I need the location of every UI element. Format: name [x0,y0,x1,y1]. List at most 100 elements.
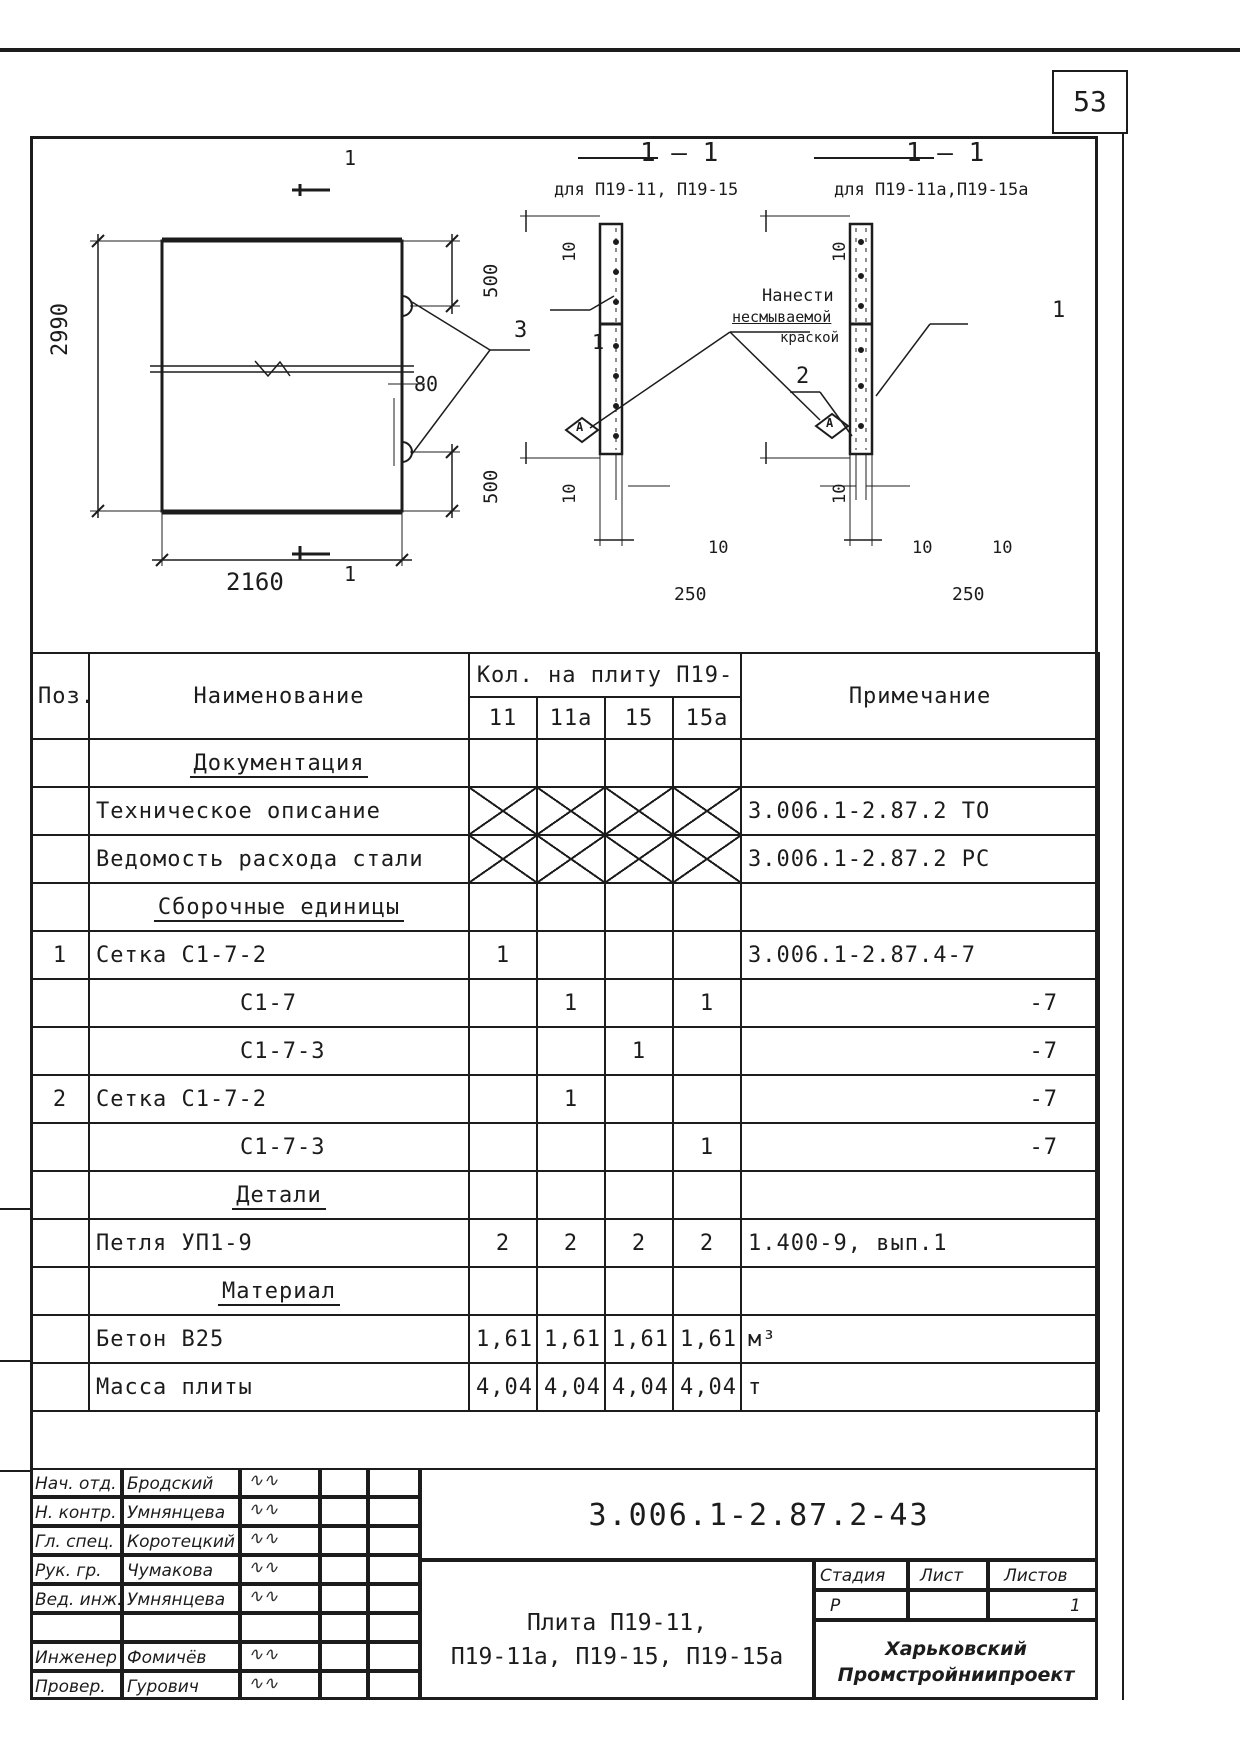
row-note: м³ [740,1314,1101,1364]
row-pos [30,1170,90,1220]
signer-name: Коротецкий [122,1526,240,1555]
signer-date [320,1555,368,1584]
signer-name: Умнянцева [122,1584,240,1613]
row-note: -7 [740,1122,1101,1172]
org-line2: Промстройниипроект [837,1664,1075,1686]
marker-a-right: А [826,416,834,430]
qty-cell [604,1122,674,1172]
row-name: С1-7-3 [88,1026,470,1076]
signer-date [320,1613,368,1642]
section-view-a [520,157,731,546]
signer-name: Фомичёв [122,1642,240,1671]
section-b-outline [848,222,874,456]
section-b-dim-bottom: 10 [830,483,850,504]
handwritten-signature: ∿∿ [248,1644,279,1665]
spec-row: Сборочные единицы [30,882,1101,932]
qty-cell [671,1026,743,1076]
row-name: Сетка С1-7-2 [88,930,470,980]
sheet-value [908,1590,988,1620]
qty-cell [468,738,538,788]
section-a-title: 1 — 1 [640,138,719,168]
section-heading: Сборочные единицы [88,882,470,932]
qty-cell [671,738,743,788]
qty-cell: 2 [536,1218,606,1268]
row-note: 3.006.1-2.87.2 РС [740,834,1101,884]
signer-extra [368,1497,420,1526]
section-b-dim-right: 10 [992,538,1013,558]
signer-name [122,1613,240,1642]
qty-cell [536,738,606,788]
row-note [740,882,1101,932]
handwritten-signature: ∿∿ [248,1673,279,1694]
row-note: 1.400-9, вып.1 [740,1218,1101,1268]
section-b-subtitle: для П19-11а,П19-15а [834,180,1029,200]
paint-note-line2: несмываемой [732,308,832,326]
signer-name: Чумакова [122,1555,240,1584]
signer-signature [240,1613,320,1642]
signer-role [30,1613,122,1642]
section-a-outline [598,222,624,456]
section-a-dim-top: 10 [560,241,580,262]
page-number: 53 [1052,70,1128,134]
signer-role: Инженер [30,1642,122,1671]
header-col-11: 11 [468,696,538,740]
row-pos [30,1266,90,1316]
row-note: -7 [740,1026,1101,1076]
qty-cell [604,1074,674,1124]
qty-cell: 4,04 [536,1362,606,1412]
row-pos [30,1362,90,1412]
qty-cell [604,1170,674,1220]
signer-extra [368,1468,420,1497]
row-note: -7 [740,1074,1101,1124]
plan-height-dim: 2990 [48,303,73,356]
signer-signature [240,1468,320,1497]
spec-row: Документация [30,738,1101,788]
row-name: Ведомость расхода стали [88,834,470,884]
qty-cell: 1,61 [468,1314,538,1364]
handwritten-signature: ∿∿ [248,1470,279,1491]
row-name: Петля УП1-9 [88,1218,470,1268]
header-note: Примечание [740,652,1101,740]
signer-extra [368,1584,420,1613]
handwritten-signature: ∿∿ [248,1586,279,1607]
signer-role: Нач. отд. [30,1468,122,1497]
signer-name: Гурович [122,1671,240,1700]
section-heading: Материал [88,1266,470,1316]
qty-cell [536,930,606,980]
spec-blank-area [31,1410,1100,1482]
stage-value: Р [814,1590,908,1620]
qty-cell [536,1266,606,1316]
row-pos [30,1122,90,1172]
header-qty: Кол. на плиту П19- [467,652,743,698]
spec-row: Материал [30,1266,1101,1316]
row-pos [30,834,90,884]
qty-cell: 1,61 [671,1314,743,1364]
qty-cell [671,882,743,932]
marker-a-left: А [576,420,584,434]
sheet-label: Лист [908,1560,988,1590]
qty-cell [536,1122,606,1172]
org-line1: Харьковский [885,1638,1027,1660]
qty-cell [536,882,606,932]
qty-cell-crossed [671,834,743,884]
paint-note-line1: Нанести [762,286,834,306]
qty-cell-crossed [536,834,606,884]
row-pos [30,882,90,932]
row-name: Техническое описание [88,786,470,836]
right-binding-strip [1098,134,1124,1700]
section-a-dim-side: 10 [708,538,729,558]
qty-cell: 1,61 [536,1314,606,1364]
section-mark-top: 1 [344,146,357,170]
signer-signature [240,1497,320,1526]
qty-cell [604,930,674,980]
qty-cell [671,1170,743,1220]
section-heading: Детали [88,1170,470,1220]
qty-cell [468,1026,538,1076]
signer-signature [240,1555,320,1584]
row-note [740,738,1101,788]
title-line2: П19-11а, П19-15, П19-15а [450,1644,784,1670]
